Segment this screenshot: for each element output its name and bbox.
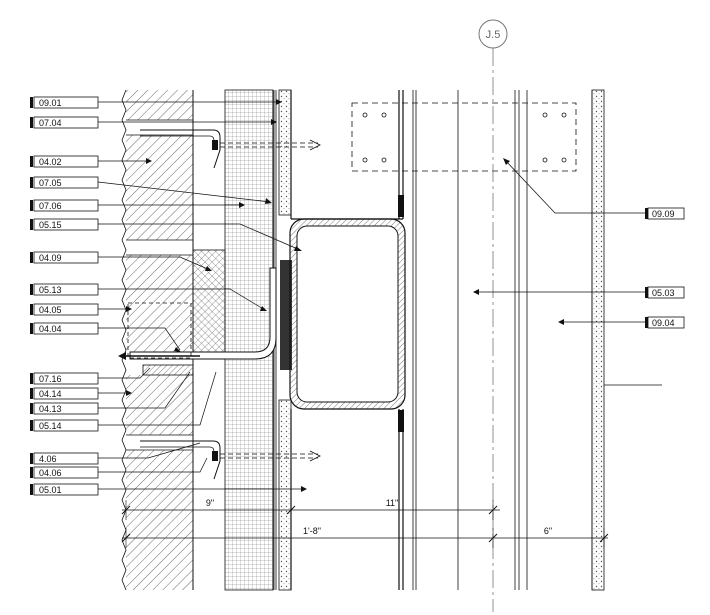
leader-lines-left	[97, 101, 305, 490]
svg-text:04.14: 04.14	[39, 389, 62, 399]
grid-line-j5: J.5	[478, 19, 508, 612]
tag-04-13: 04.13	[30, 402, 99, 415]
svg-text:04.09: 04.09	[39, 253, 62, 263]
svg-text:05.15: 05.15	[39, 220, 62, 230]
svg-text:05.03: 05.03	[652, 288, 675, 298]
shelf-angle-assembly	[118, 249, 292, 376]
dimension-9in: 9"	[206, 498, 214, 508]
svg-text:09.09: 09.09	[652, 209, 675, 219]
tag-07-16: 07.16	[30, 372, 99, 385]
tag-04-09: 04.09	[30, 251, 99, 264]
tag-04-14: 04.14	[30, 387, 99, 400]
svg-text:07.16: 07.16	[39, 374, 62, 384]
tag-04-04: 04.04	[30, 322, 99, 335]
tag-04-05: 04.05	[30, 303, 99, 316]
svg-text:07.05: 07.05	[39, 178, 62, 188]
dimension-string-lower: 1'-8" 6"	[121, 526, 609, 548]
dimension-11in: 11"	[386, 498, 399, 508]
svg-text:04.02: 04.02	[39, 157, 62, 167]
base-plate-dashed	[351, 102, 577, 172]
tag-04-02: 04.02	[30, 155, 99, 168]
dimension-6in: 6"	[544, 526, 552, 536]
svg-text:05.01: 05.01	[39, 485, 62, 495]
svg-text:04.06: 04.06	[39, 468, 62, 478]
svg-text:07.04: 07.04	[39, 118, 62, 128]
svg-text:04.04: 04.04	[39, 324, 62, 334]
tag-09-09: 09.09	[645, 207, 685, 220]
tag-05-15: 05.15	[30, 218, 99, 231]
tag-07-04: 07.04	[30, 116, 99, 129]
steel-tube-section	[289, 218, 406, 410]
tag-05-14: 05.14	[30, 419, 99, 432]
svg-text:07.06: 07.06	[39, 201, 62, 211]
brick-tie-upper	[140, 129, 321, 169]
tag-05-01: 05.01	[30, 483, 99, 496]
tag-09-04: 09.04	[645, 316, 685, 329]
svg-text:04.13: 04.13	[39, 404, 62, 414]
dimension-1ft-8in: 1'-8"	[303, 526, 321, 536]
leader-arrowheads-left	[126, 99, 307, 492]
svg-text:04.05: 04.05	[39, 305, 62, 315]
tag-05-13: 05.13	[30, 283, 99, 296]
tag-07-05: 07.05	[30, 176, 99, 189]
insulation-layer	[224, 89, 274, 591]
svg-text:05.13: 05.13	[39, 285, 62, 295]
svg-text:09.04: 09.04	[652, 318, 675, 328]
tag-4-06: 4.06	[30, 452, 99, 465]
leader-arrowheads-right	[473, 158, 564, 325]
grid-line-label: J.5	[486, 29, 501, 41]
leader-lines-right	[475, 159, 648, 323]
brick-tie-lower	[140, 440, 321, 480]
interior-wall-lines	[412, 89, 662, 591]
svg-text:4.06: 4.06	[39, 454, 57, 464]
tag-07-06: 07.06	[30, 199, 99, 212]
steel-column-lower	[290, 409, 404, 590]
dimension-string-upper: 9" 11"	[121, 498, 500, 520]
masonry-wall	[121, 89, 194, 591]
steel-column-upper	[290, 90, 404, 220]
tag-04-06: 04.06	[30, 466, 99, 479]
svg-text:05.14: 05.14	[39, 421, 62, 431]
tag-09-01: 09.01	[30, 96, 99, 109]
svg-text:09.01: 09.01	[39, 98, 62, 108]
tag-05-03: 05.03	[645, 286, 685, 299]
